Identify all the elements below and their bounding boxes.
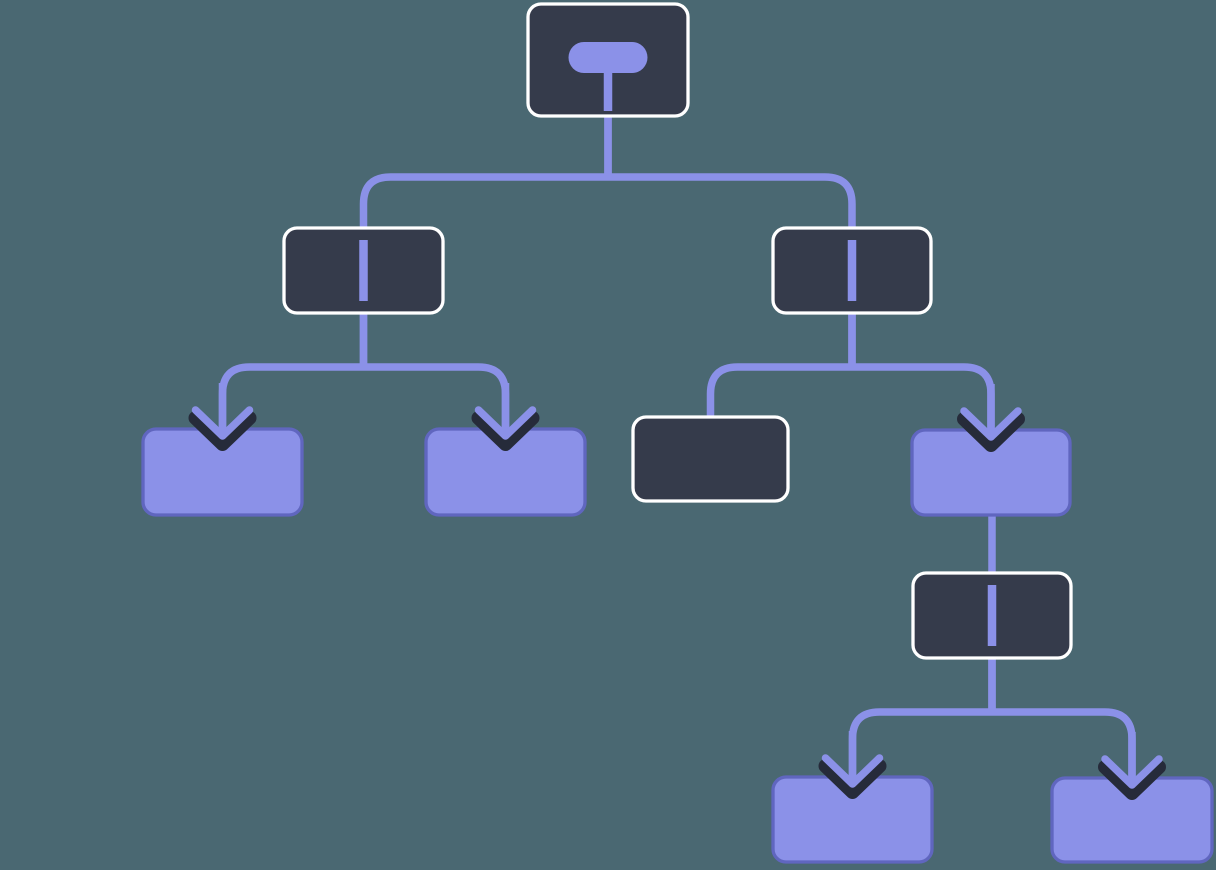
arrowhead-purple-chevron: [1101, 755, 1163, 789]
arrow-down-icon: [818, 731, 887, 799]
arrowhead-dark-chevron: [471, 411, 540, 451]
tree-node-root[interactable]: [526, 2, 690, 118]
arrow-down-icon: [471, 383, 540, 451]
tree-node-container[interactable]: [631, 415, 790, 503]
arrow-down-icon: [957, 384, 1025, 452]
pass-through-line-icon: [359, 240, 368, 301]
nodes-layer: [141, 2, 1214, 864]
arrow-down-icon: [1098, 732, 1166, 800]
arrowhead-purple-chevron: [474, 406, 537, 440]
arrowhead-dark-chevron: [1098, 760, 1166, 800]
pass-through-line-icon: [987, 585, 997, 646]
dark-node-box[interactable]: [631, 415, 790, 503]
arrowhead-purple-chevron: [960, 407, 1022, 441]
tree-node-branch-left[interactable]: [282, 226, 445, 315]
connector-root-to-branch-right: [604, 114, 856, 230]
arrowheads-layer: [188, 383, 1166, 800]
tree-node-branch-right[interactable]: [771, 226, 933, 315]
arrowhead-dark-chevron: [957, 412, 1025, 452]
root-pill-icon: [568, 42, 648, 73]
arrowhead-purple-chevron: [821, 754, 884, 788]
tree-node-branch-low[interactable]: [911, 571, 1073, 660]
arrowhead-dark-chevron: [188, 411, 257, 451]
arrowhead-dark-chevron: [818, 759, 887, 799]
arrowhead-purple-chevron: [191, 406, 254, 440]
root-stem-icon: [603, 64, 613, 111]
pass-through-line-icon: [847, 240, 857, 301]
arrow-down-icon: [188, 383, 257, 451]
